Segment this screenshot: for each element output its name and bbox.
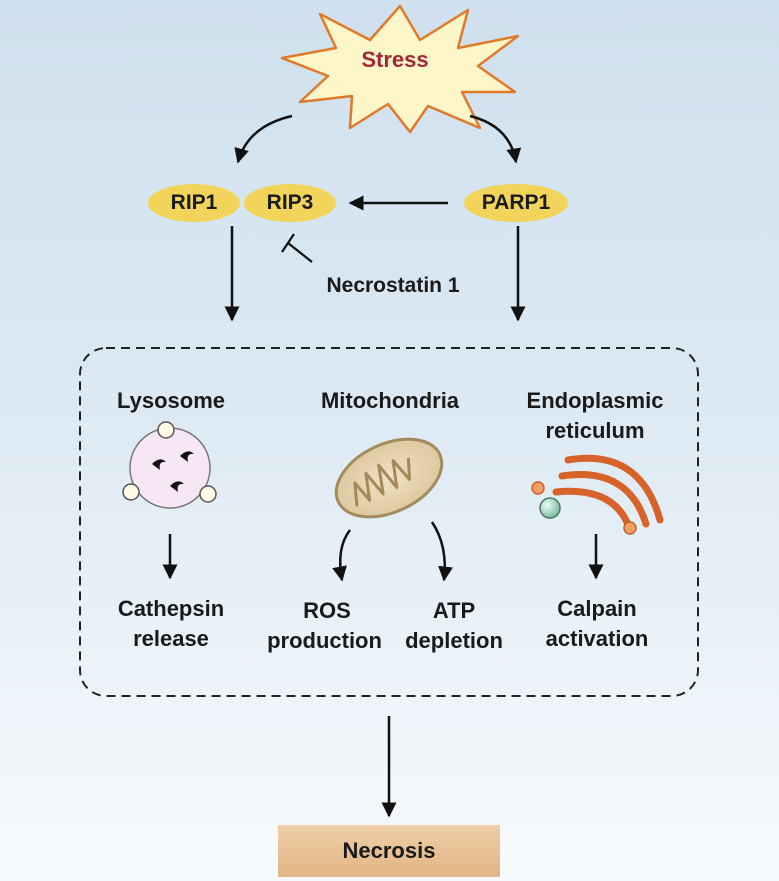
er-label-line1: Endoplasmic <box>526 388 664 413</box>
lysosome-label: Lysosome <box>116 388 225 413</box>
er-illustration <box>531 454 664 535</box>
necrostatin-inhibition-line <box>287 242 313 263</box>
arrow-mito-to-atp <box>430 521 454 582</box>
arrow-stress-to-parp1 <box>469 114 522 164</box>
necrosis-box: Necrosis <box>278 825 500 877</box>
mitochondrion-illustration <box>334 437 444 519</box>
ros-label-line2: production <box>267 628 382 653</box>
rip3-node: RIP3 <box>244 184 336 222</box>
cathepsin-label-line2: release <box>133 626 209 651</box>
mitochondria-label: Mitochondria <box>320 388 460 413</box>
arrow-stress-to-rip1 <box>234 114 293 164</box>
rip1-node: RIP1 <box>148 184 240 222</box>
calpain-label-line2: activation <box>545 626 649 651</box>
necrosis-label: Necrosis <box>342 838 436 863</box>
parp1-node: PARP1 <box>464 184 568 222</box>
arrow-mito-to-ros <box>332 529 352 582</box>
er-label-line2: reticulum <box>545 418 645 443</box>
stress-starburst <box>280 4 520 134</box>
stress-label: Stress <box>361 47 429 72</box>
atp-label-line2: depletion <box>405 628 503 653</box>
lysosome-illustration <box>122 421 217 509</box>
necrostatin-inhibition-bar <box>281 233 295 253</box>
necrostatin-label: Necrostatin 1 <box>326 274 460 297</box>
cathepsin-label-line1: Cathepsin <box>117 596 225 621</box>
ros-label-line1: ROS <box>303 598 351 623</box>
organelle-dashed-box <box>79 347 699 697</box>
calpain-label-line1: Calpain <box>557 596 637 621</box>
atp-label-line1: ATP <box>432 598 476 623</box>
